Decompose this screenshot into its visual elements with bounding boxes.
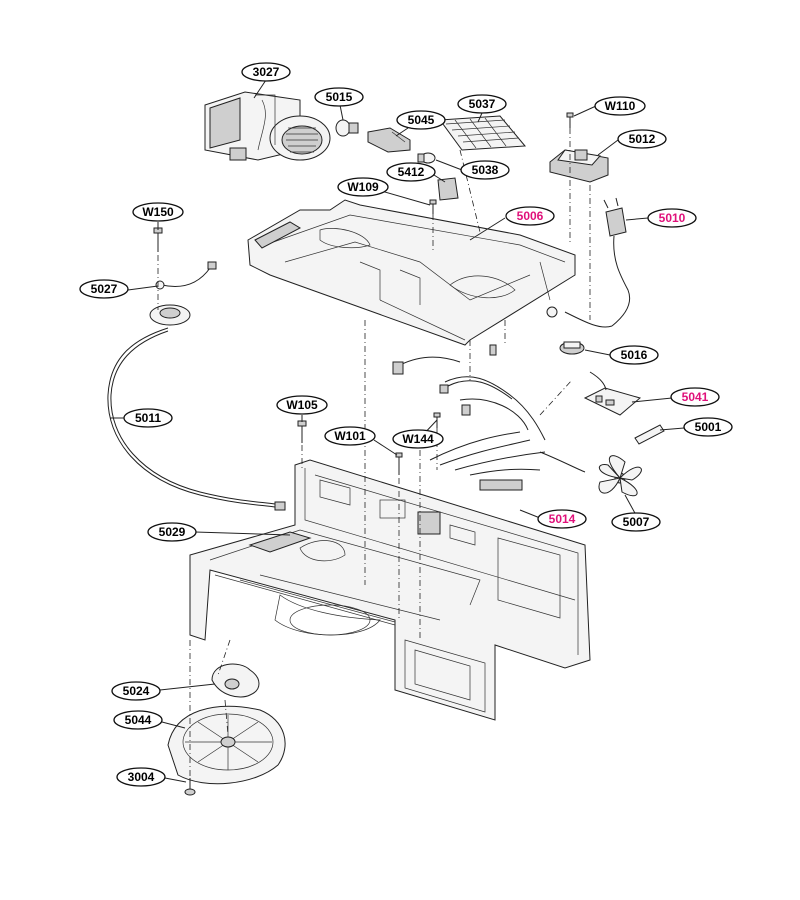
fan-blade-5007: [598, 455, 642, 497]
callout-5027: 5027: [79, 279, 129, 299]
noise-filter-block: [549, 149, 609, 183]
callout-3004: 3004: [116, 767, 166, 787]
callout-5024: 5024: [111, 681, 161, 701]
svg-text:5037: 5037: [469, 97, 496, 111]
base-plate-5006: [247, 199, 576, 346]
wire-harness-5014: [392, 344, 586, 491]
callout-5006: 5006: [505, 206, 555, 226]
svg-text:5412: 5412: [398, 165, 425, 179]
svg-text:5027: 5027: [91, 282, 118, 296]
callout-5041: 5041: [670, 387, 720, 407]
callout-5045: 5045: [396, 110, 446, 130]
svg-text:W105: W105: [286, 398, 318, 412]
callout-5012: 5012: [617, 129, 667, 149]
lamp-bulb: [335, 119, 359, 137]
turntable-motor-5044: [167, 705, 286, 785]
chassis-cavity: [189, 459, 591, 721]
svg-text:5038: 5038: [472, 163, 499, 177]
callout-5007: 5007: [611, 512, 661, 532]
screw-w109: [429, 199, 437, 214]
blower-fan-assembly: [204, 91, 331, 161]
svg-text:5016: 5016: [621, 348, 648, 362]
svg-text:5015: 5015: [326, 90, 353, 104]
callout-5015: 5015: [314, 87, 364, 107]
svg-text:5041: 5041: [682, 390, 709, 404]
callout-5010: 5010: [647, 208, 697, 228]
callout-5011: 5011: [123, 408, 173, 428]
callout-5016: 5016: [609, 345, 659, 365]
svg-text:5010: 5010: [659, 211, 686, 225]
power-cord: [546, 197, 630, 328]
svg-text:5044: 5044: [125, 713, 152, 727]
svg-text:5011: 5011: [135, 411, 161, 425]
svg-text:W101: W101: [334, 429, 366, 443]
callout-W109: W109: [337, 177, 389, 197]
callout-5044: 5044: [113, 710, 163, 730]
callout-W101: W101: [324, 426, 376, 446]
svg-text:W109: W109: [347, 180, 379, 194]
bracket-5412: [437, 177, 459, 201]
callout-5014: 5014: [537, 509, 587, 529]
screw-w150: [153, 227, 163, 252]
callout-5037: 5037: [457, 94, 507, 114]
screw-w144: [433, 412, 441, 428]
small-lamp: [417, 152, 436, 164]
svg-text:5006: 5006: [517, 209, 544, 223]
coupler-5024: [211, 663, 260, 698]
svg-text:3027: 3027: [253, 65, 280, 79]
screw-w101: [395, 452, 403, 475]
svg-text:5014: 5014: [549, 512, 576, 526]
callout-5038: 5038: [460, 160, 510, 180]
callout-5001: 5001: [683, 417, 733, 437]
callout-W150: W150: [132, 202, 184, 222]
svg-text:3004: 3004: [128, 770, 155, 784]
svg-text:5012: 5012: [629, 132, 656, 146]
callout-W105: W105: [276, 395, 328, 415]
screw-w105: [297, 420, 307, 443]
svg-text:W110: W110: [605, 99, 636, 113]
fuse-5001: [634, 424, 665, 445]
svg-text:5024: 5024: [123, 684, 150, 698]
pcb-5041: [583, 371, 642, 416]
svg-text:W150: W150: [142, 205, 174, 219]
screw-3004: [184, 778, 196, 796]
screw-w110: [566, 112, 574, 128]
svg-text:5007: 5007: [623, 515, 650, 529]
svg-text:W144: W144: [402, 432, 434, 446]
callout-3027: 3027: [241, 62, 291, 82]
motor-mount: [149, 304, 191, 326]
thermostat-5016: [559, 341, 585, 355]
thermistor-5027: [155, 261, 217, 290]
svg-text:5045: 5045: [408, 113, 435, 127]
callout-W144: W144: [392, 429, 444, 449]
lamp-socket: [367, 127, 411, 153]
alignment-lines: [157, 128, 591, 778]
grease-filter: [439, 115, 527, 151]
callout-W110: W110: [594, 96, 646, 116]
svg-text:5001: 5001: [695, 420, 722, 434]
svg-text:5029: 5029: [159, 525, 186, 539]
callout-5412: 5412: [386, 162, 436, 182]
callout-5029: 5029: [147, 522, 197, 542]
cable-5011: [107, 327, 286, 511]
